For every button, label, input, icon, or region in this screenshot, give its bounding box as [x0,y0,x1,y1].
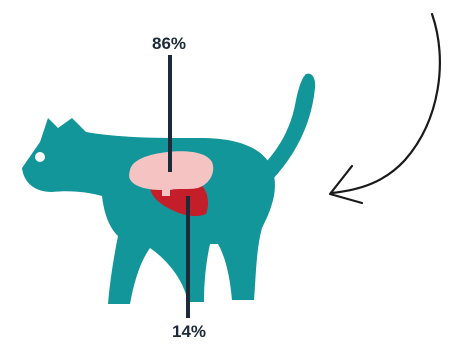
curved-arrow-icon [330,14,440,203]
lower-share-label: 14% [159,322,219,342]
upper-share-label: 86% [139,34,199,54]
cat-eye [35,152,45,162]
cat-body [22,118,275,304]
